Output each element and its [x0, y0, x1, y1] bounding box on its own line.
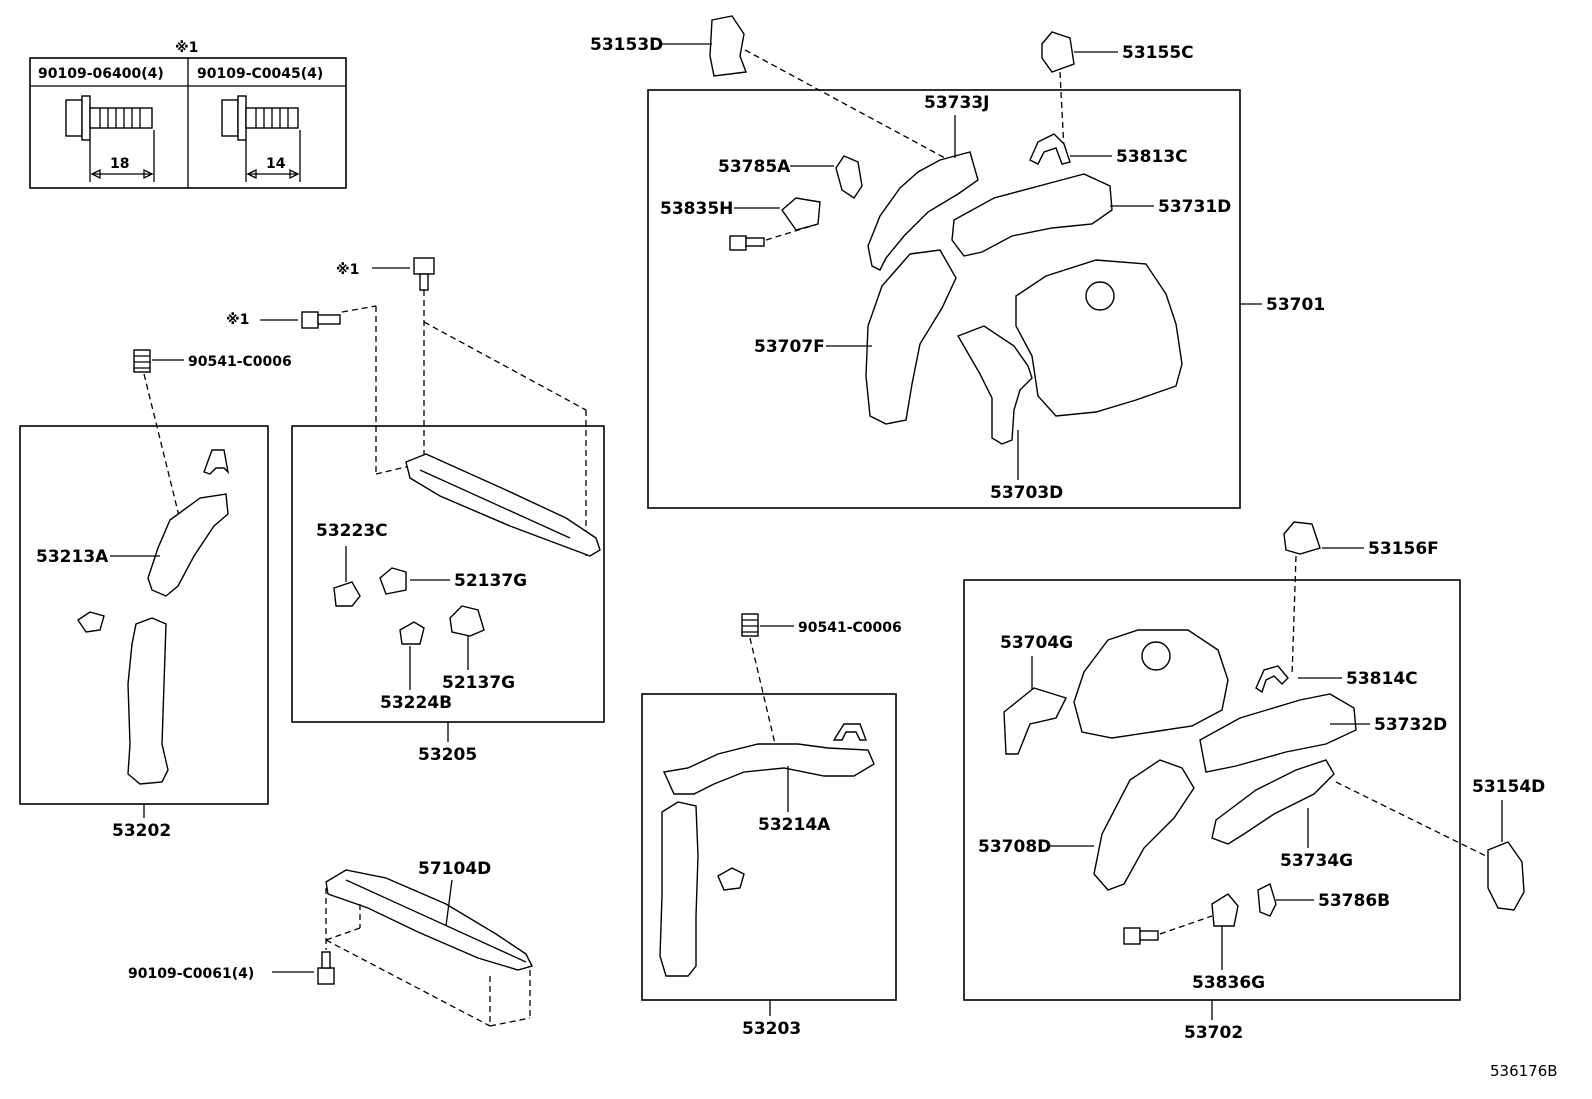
- label-53214A: 53214A: [758, 815, 831, 835]
- group-53202: 53213A 53202: [19, 425, 269, 841]
- label-53813C: 53813C: [1116, 147, 1188, 167]
- label-53203: 53203: [742, 1019, 801, 1039]
- part-53156F[interactable]: [1283, 521, 1321, 555]
- part-53702-apron[interactable]: [1073, 629, 1229, 739]
- pin-90541a-icon: [133, 349, 151, 373]
- part-53213A[interactable]: [147, 493, 229, 597]
- bolt-icon-90109-C0061: [317, 951, 335, 985]
- part-53703D[interactable]: [956, 325, 1033, 445]
- part-53733J[interactable]: [867, 151, 979, 271]
- part-53732D[interactable]: [1199, 693, 1357, 773]
- label-53224B: 53224B: [380, 693, 452, 713]
- label-53154D: 53154D: [1472, 777, 1545, 797]
- group-57104D: 57104D 90109-C0061(4): [128, 859, 534, 1027]
- part-53203-bracket[interactable]: [832, 723, 868, 741]
- part-53155C[interactable]: [1041, 31, 1075, 73]
- label-53155C: 53155C: [1122, 43, 1194, 63]
- group-53702: 53156F 53704G 53814C 53732D 53708D 53734…: [963, 521, 1491, 1043]
- fastener-table: ※1 90109-06400(4) 90109-C0045(4) 18: [29, 40, 347, 189]
- part-52137G-a[interactable]: [379, 567, 407, 595]
- label-53704G: 53704G: [1000, 633, 1073, 653]
- marker-a: ※1: [336, 262, 359, 278]
- part-53202-clip[interactable]: [77, 611, 105, 633]
- label-53213A: 53213A: [36, 547, 109, 567]
- label-53734G: 53734G: [1280, 851, 1353, 871]
- label-53731D: 53731D: [1158, 197, 1231, 217]
- part-53708D[interactable]: [1093, 759, 1195, 891]
- part-53202-upright[interactable]: [127, 617, 169, 785]
- part-53224B[interactable]: [399, 621, 425, 645]
- label-53153D: 53153D: [590, 35, 663, 55]
- label-53733J: 53733J: [924, 93, 989, 113]
- label-52137G-b: 52137G: [442, 673, 515, 693]
- part-53203-clip[interactable]: [717, 867, 745, 891]
- part-53814C[interactable]: [1255, 665, 1289, 694]
- label-53814C: 53814C: [1346, 669, 1418, 689]
- part-53214A[interactable]: [662, 743, 875, 795]
- label-53785A: 53785A: [718, 157, 791, 177]
- group-53203: 90541-C0006 53214A 53203: [641, 613, 902, 1039]
- pin-90541b-icon: [741, 613, 759, 637]
- marker-bolt-a: ※1: [336, 257, 435, 291]
- part-53836G[interactable]: [1211, 893, 1239, 927]
- part-53835H[interactable]: [781, 197, 821, 231]
- label-90541-b: 90541-C0006: [798, 620, 902, 636]
- label-90541-a: 90541-C0006: [188, 354, 292, 370]
- part-53153D[interactable]: [709, 15, 747, 77]
- marker-bolt-b: ※1: [226, 311, 341, 329]
- group-53154D: 53154D: [1472, 777, 1545, 911]
- label-53702: 53702: [1184, 1023, 1243, 1043]
- marker-b: ※1: [226, 312, 249, 328]
- table-marker: ※1: [175, 40, 198, 56]
- label-57104D: 57104D: [418, 859, 491, 879]
- table-col1-dim: 18: [110, 156, 129, 172]
- part-53704G[interactable]: [1003, 687, 1067, 755]
- label-53205: 53205: [418, 745, 477, 765]
- part-53154D[interactable]: [1487, 841, 1525, 911]
- group-53205: 53223C 52137G 53224B 52137G 53205: [291, 425, 605, 765]
- part-53203-upright[interactable]: [659, 801, 699, 977]
- part-53731D[interactable]: [951, 173, 1113, 257]
- table-col2-label: 90109-C0045(4): [197, 66, 323, 82]
- label-53707F: 53707F: [754, 337, 825, 357]
- part-53707F[interactable]: [865, 249, 957, 425]
- label-53732D: 53732D: [1374, 715, 1447, 735]
- label-53836G: 53836G: [1192, 973, 1265, 993]
- part-53202-bracket[interactable]: [203, 449, 230, 475]
- label-53202: 53202: [112, 821, 171, 841]
- part-53223C[interactable]: [333, 581, 361, 607]
- part-52137G-b[interactable]: [449, 605, 485, 637]
- bolt-18-icon: [65, 95, 155, 182]
- table-col1-label: 90109-06400(4): [38, 66, 164, 82]
- part-53813C[interactable]: [1029, 133, 1071, 165]
- label-52137G-a: 52137G: [454, 571, 527, 591]
- label-53835H: 53835H: [660, 199, 733, 219]
- part-53701-apron[interactable]: [1015, 259, 1183, 417]
- bolt-14-icon: [221, 95, 301, 182]
- label-53703D: 53703D: [990, 483, 1063, 503]
- label-53786B: 53786B: [1318, 891, 1390, 911]
- label-53156F: 53156F: [1368, 539, 1439, 559]
- table-col2-dim: 14: [266, 156, 286, 172]
- figure-id: 536176B: [1490, 1062, 1558, 1080]
- label-53223C: 53223C: [316, 521, 388, 541]
- part-53734G[interactable]: [1211, 759, 1335, 845]
- part-53205-crossmember[interactable]: [405, 453, 601, 557]
- label-53701: 53701: [1266, 295, 1325, 315]
- label-90109-C0061: 90109-C0061(4): [128, 966, 254, 982]
- part-53786B[interactable]: [1257, 883, 1277, 917]
- label-53708D: 53708D: [978, 837, 1051, 857]
- bolt-icon: [729, 235, 765, 251]
- group-53701: 53153D 53155C 53733J 53785A 53813C 53835…: [590, 15, 1325, 509]
- part-53785A[interactable]: [835, 155, 863, 199]
- bolt-icon-53836G: [1123, 927, 1159, 945]
